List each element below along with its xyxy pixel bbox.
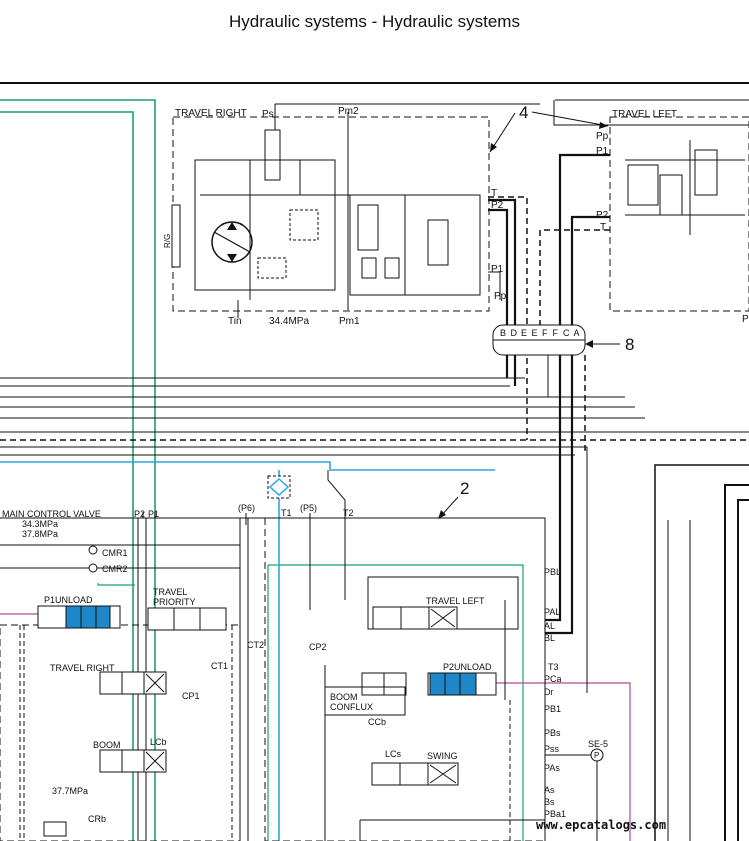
swivel-port-2: E bbox=[521, 328, 527, 338]
main-hoses bbox=[488, 99, 749, 635]
travel-right-motor: TRAVEL RIGHT Ps Pm2 T P2 P1 Pp Tin 34.4M… bbox=[163, 103, 540, 327]
mcv-boom-conflux-2: CONFLUX bbox=[330, 702, 373, 712]
travel-left-p-edge: P bbox=[742, 314, 749, 325]
mcv-relief-1: 34.3MPa bbox=[22, 519, 58, 529]
mcv-port-1: PAL bbox=[544, 607, 560, 617]
mcv-p-circle: P bbox=[594, 751, 599, 760]
mcv-port-2: AL bbox=[544, 621, 555, 631]
travel-right-t: T bbox=[491, 188, 497, 199]
mcv-port-9: PAs bbox=[544, 763, 560, 773]
mcv-port-7: PBs bbox=[544, 728, 561, 738]
mcv-ct2: CT2 bbox=[247, 640, 264, 650]
mcv-se5: SE-5 bbox=[588, 739, 608, 749]
mcv-lcb: LCb bbox=[150, 737, 167, 747]
mcv-boom-conflux-1: BOOM bbox=[330, 692, 358, 702]
travel-right-label: TRAVEL RIGHT bbox=[175, 108, 247, 119]
mcv-relief-3: 37.7MPa bbox=[52, 786, 88, 796]
mcv-p2: P2 bbox=[134, 509, 145, 519]
mcv-cmr1: CMR1 bbox=[102, 548, 128, 558]
mcv-lcs: LCs bbox=[385, 749, 402, 759]
mcv-port-10: As bbox=[544, 785, 555, 795]
mcv-boom: BOOM bbox=[93, 740, 121, 750]
travel-right-pressure: 34.4MPa bbox=[269, 316, 309, 327]
mcv-t3: T3 bbox=[548, 662, 559, 672]
mcv-p1: P1 bbox=[148, 509, 159, 519]
travel-left-motor: TRAVEL LEFT Pp P1 P2 T P bbox=[596, 109, 749, 325]
page-title: Hydraulic systems - Hydraulic systems bbox=[229, 12, 520, 31]
mcv-p2unload: P2UNLOAD bbox=[443, 662, 492, 672]
travel-right-p1: P1 bbox=[491, 264, 504, 275]
mcv-p5: (P5) bbox=[300, 503, 317, 513]
travel-left-pp: Pp bbox=[596, 131, 609, 142]
mcv-port-8: Pss bbox=[544, 744, 560, 754]
mcv-travel-priority-1: TRAVEL bbox=[153, 587, 187, 597]
svg-text:2: 2 bbox=[460, 479, 469, 498]
mcv-t2: T2 bbox=[343, 508, 354, 518]
swivel-port-0: B bbox=[500, 328, 506, 338]
pilot-lines bbox=[0, 99, 631, 841]
travel-left-t: T bbox=[600, 222, 606, 233]
svg-text:4: 4 bbox=[519, 103, 528, 122]
mcv-cp2: CP2 bbox=[309, 642, 327, 652]
mcv-swing: SWING bbox=[427, 751, 458, 761]
mcv-label: MAIN CONTROL VALVE bbox=[2, 509, 101, 519]
travel-left-p1: P1 bbox=[596, 146, 609, 157]
mcv-travel-priority-2: PRIORITY bbox=[153, 597, 196, 607]
line-filter bbox=[267, 475, 291, 499]
mcv-port-12: PBa1 bbox=[544, 809, 566, 819]
mcv-travel-left: TRAVEL LEFT bbox=[426, 596, 485, 606]
mcv-port-4: PCa bbox=[544, 674, 562, 684]
mcv-relief-2: 37.8MPa bbox=[22, 529, 58, 539]
callout-2: 2 bbox=[438, 479, 469, 519]
mcv-cmr2: CMR2 bbox=[102, 564, 128, 574]
swivel-port-6: C bbox=[563, 328, 570, 338]
mcv-port-6: PB1 bbox=[544, 704, 561, 714]
trunk-lines bbox=[0, 377, 749, 693]
mcv-port-11: Bs bbox=[544, 797, 555, 807]
travel-right-pm1: Pm1 bbox=[339, 316, 360, 327]
swivel-port-7: A bbox=[574, 328, 580, 338]
swivel-port-1: D bbox=[511, 328, 518, 338]
swivel-port-4: F bbox=[542, 328, 548, 338]
travel-right-rg: R/G bbox=[163, 234, 172, 248]
main-control-valve: P2 P1 MAIN CONTROL VALVE (P6) T1 (P5) T2… bbox=[0, 464, 749, 841]
callout-4: 4 bbox=[489, 103, 609, 153]
swivel-port-5: F bbox=[553, 328, 559, 338]
travel-right-ps: Ps bbox=[262, 109, 274, 120]
mcv-t1: T1 bbox=[281, 508, 292, 518]
mcv-travel-right: TRAVEL RIGHT bbox=[50, 663, 115, 673]
mcv-port-5: Dr bbox=[544, 687, 554, 697]
travel-right-pm2: Pm2 bbox=[338, 106, 359, 117]
svg-text:8: 8 bbox=[625, 335, 634, 354]
travel-left-label: TRAVEL LEFT bbox=[612, 109, 677, 120]
mcv-p6: (P6) bbox=[238, 503, 255, 513]
mcv-port-0: PBL bbox=[544, 567, 561, 577]
mcv-crb: CRb bbox=[88, 814, 106, 824]
mcv-cp1: CP1 bbox=[182, 691, 200, 701]
mcv-ccb: CCb bbox=[368, 717, 386, 727]
travel-right-p2: P2 bbox=[491, 200, 504, 211]
swivel-port-3: E bbox=[532, 328, 538, 338]
mcv-port-3: BL bbox=[544, 633, 555, 643]
mcv-ct1: CT1 bbox=[211, 661, 228, 671]
callout-8: 8 bbox=[585, 335, 634, 354]
watermark: www.epcatalogs.com bbox=[536, 818, 666, 832]
travel-right-tin: Tin bbox=[228, 316, 242, 327]
travel-left-p2: P2 bbox=[596, 210, 609, 221]
mcv-p1unload: P1UNLOAD bbox=[44, 595, 93, 605]
